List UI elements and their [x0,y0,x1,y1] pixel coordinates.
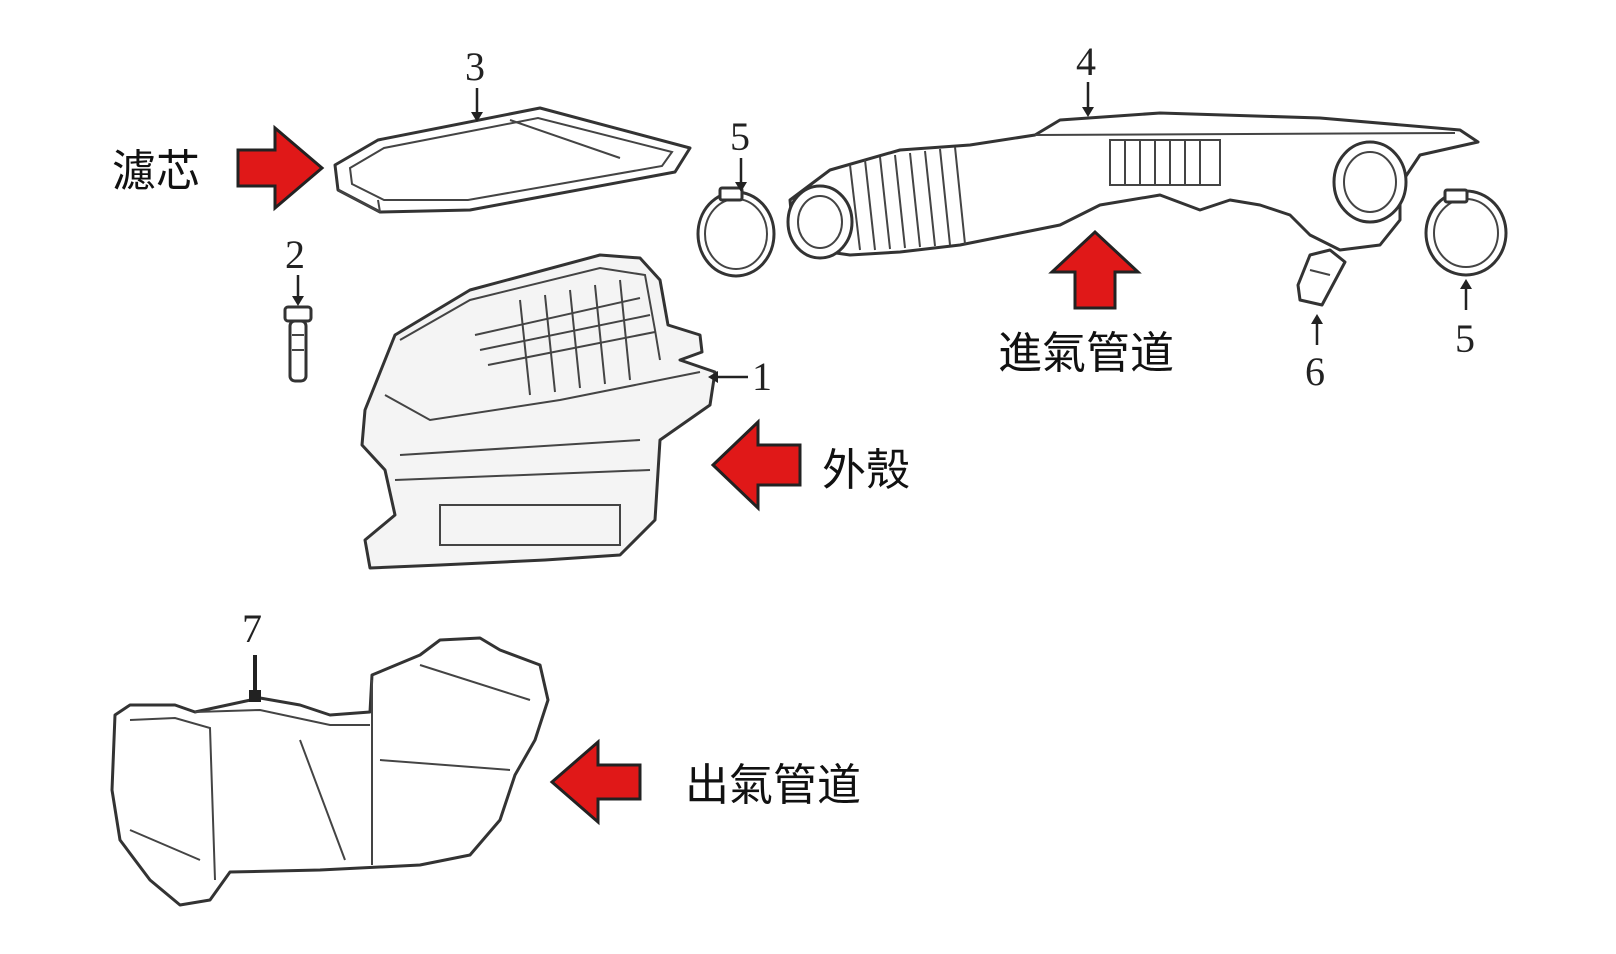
callout-arrow-filter [236,124,325,212]
part-label-3: 3 [465,44,485,89]
callout-arrow-housing [710,418,802,512]
callout-label-intake: 進氣管道 [998,328,1174,379]
callout-label-filter: 濾芯 [112,146,200,197]
hose-clamp-right [1424,188,1508,277]
outlet-duct [110,636,550,907]
part-label-5-right: 5 [1455,316,1475,361]
leader-2-tip [292,296,304,306]
leader-6-tip [1311,314,1323,324]
callout-arrow-intake [1048,229,1142,310]
leader-7-tip [249,690,261,702]
callout-label-housing: 外殼 [822,445,910,496]
part-label-4: 4 [1076,39,1096,84]
leader-5-right-tip [1460,279,1472,289]
leader-1-tip [708,371,718,383]
part-label-7: 7 [242,606,262,651]
part-label-5-left: 5 [730,114,750,159]
leader-3-tip [471,112,483,122]
leader-5-left-tip [735,182,747,192]
air-filter-element [333,106,692,214]
air-cleaner-housing [360,253,717,570]
sensor [1296,248,1347,307]
hose-clamp-left [696,186,776,278]
leader-4-tip [1082,107,1094,117]
part-label-1: 1 [752,354,772,399]
callout-label-outlet: 出氣管道 [685,760,861,811]
part-label-2: 2 [285,232,305,277]
part-label-6: 6 [1305,349,1325,394]
bolt [283,305,313,383]
intake-duct [786,111,1480,260]
callout-arrow-outlet [549,738,642,826]
